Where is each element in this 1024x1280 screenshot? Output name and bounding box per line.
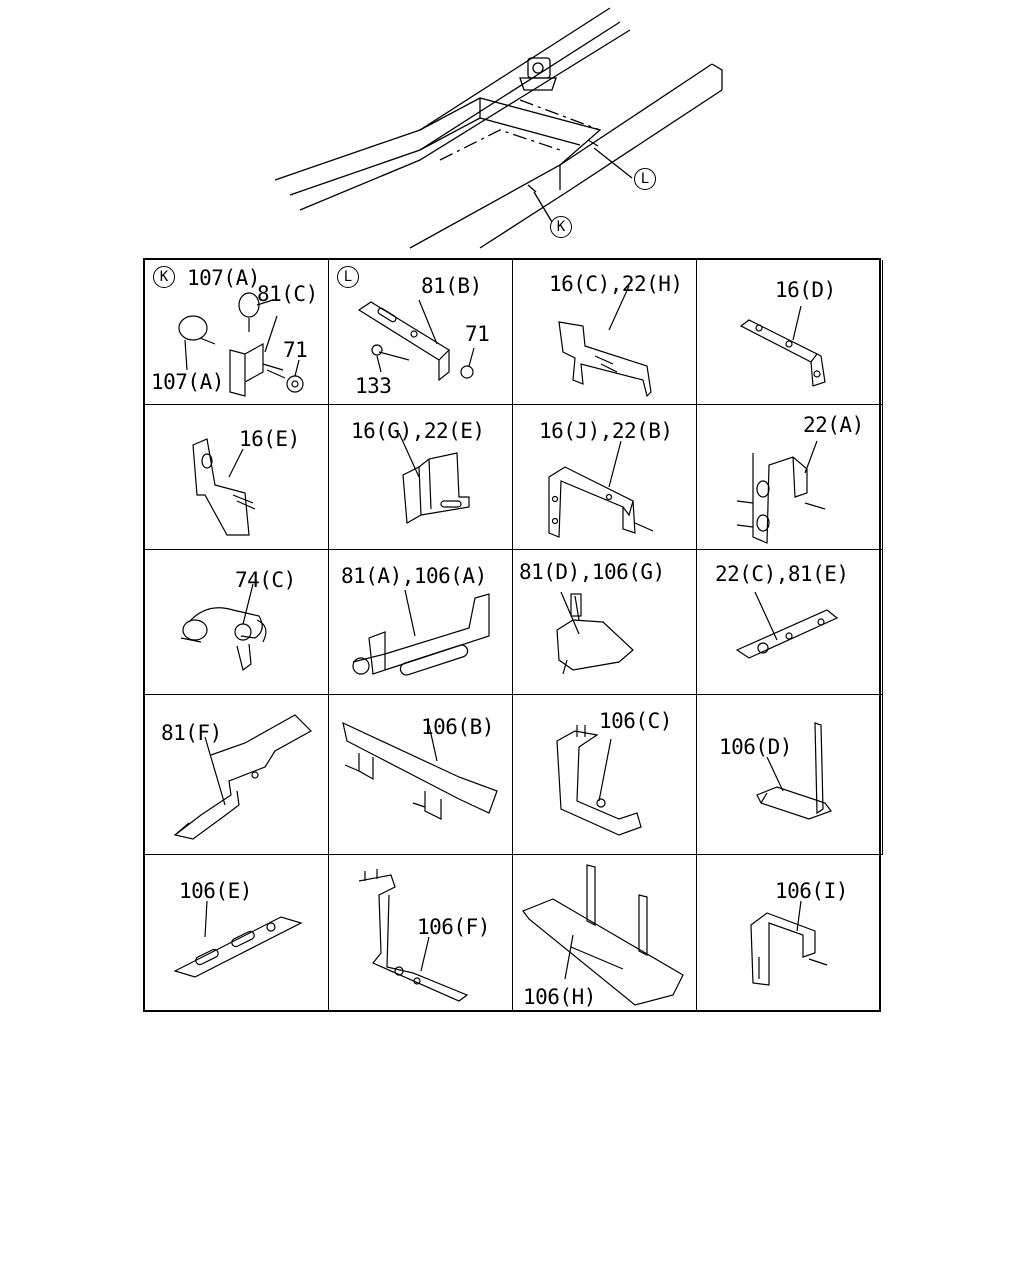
marker-k-badge: K [153, 266, 175, 288]
bracket-106h-drawing [522, 864, 684, 1006]
cell-r5c4: 106(I) [697, 855, 883, 1012]
plate-106e-drawing [173, 900, 303, 978]
part-label: 107(A) [187, 266, 260, 290]
cell-r4c3: 106(C) [513, 695, 697, 855]
bracket-22a-drawing [736, 440, 826, 544]
bracket-16e-drawing [192, 438, 256, 536]
part-label: 106(I) [775, 879, 848, 903]
part-label: 107(A) [151, 370, 224, 394]
cell-r4c4: 106(D) [697, 695, 883, 855]
marker-l-badge: L [634, 168, 656, 190]
bracket-16g-drawing [398, 432, 470, 524]
cell-r3c2: 81(A),106(A) [329, 550, 513, 695]
part-label: 16(G),22(E) [351, 419, 485, 443]
chassis-frame-illustration [274, 7, 723, 249]
parts-grid: K 107(A) 81(C) 71 107(A) L 81(B) 71 133 [143, 258, 883, 1012]
bracket-16c-drawing [558, 285, 652, 398]
part-label: 81(D),106(G) [519, 560, 665, 584]
part-label: 81(A),106(A) [341, 564, 487, 588]
cell-r1c1: K 107(A) 81(C) 71 107(A) [145, 260, 329, 405]
part-label: 106(E) [179, 879, 252, 903]
part-label: 16(E) [239, 427, 300, 451]
bracket-16j-drawing [548, 440, 654, 538]
bracket-106i-drawing [750, 900, 828, 986]
plate-22c-drawing [735, 591, 839, 659]
part-label: 16(C),22(H) [549, 272, 683, 296]
cell-r5c2: 106(F) [329, 855, 513, 1012]
bracket-106d-drawing [756, 722, 832, 820]
part-label: 106(F) [417, 915, 490, 939]
cell-r1c2: L 81(B) 71 133 [329, 260, 513, 405]
part-label: 71 [465, 322, 490, 346]
bracket-81b-drawing [357, 299, 475, 382]
cell-r3c3: 81(D),106(G) [513, 550, 697, 695]
part-label: 106(D) [719, 735, 792, 759]
cell-r2c4: 22(A) [697, 405, 883, 550]
part-label: 106(B) [421, 715, 494, 739]
cell-r1c3: 16(C),22(H) [513, 260, 697, 405]
bracket-106c-drawing [556, 725, 642, 836]
part-label: 106(H) [523, 985, 596, 1009]
bracket-81f-drawing [173, 714, 312, 840]
cell-r3c1: 74(C) [145, 550, 329, 695]
bracket-106f-drawing [358, 869, 469, 1002]
part-label: 74(C) [235, 568, 296, 592]
part-label: 81(F) [161, 721, 222, 745]
part-label: 81(B) [421, 274, 482, 298]
bracket-106b-drawing [342, 721, 498, 820]
cell-r2c1: 16(E) [145, 405, 329, 550]
cell-r2c3: 16(J),22(B) [513, 405, 697, 550]
bracket-16d-drawing [739, 305, 826, 387]
clip-74c-drawing [180, 583, 267, 672]
part-label: 22(C),81(E) [715, 562, 849, 586]
cell-r5c1: 106(E) [145, 855, 329, 1012]
marker-k-badge: K [550, 216, 572, 238]
cell-r4c2: 106(B) [329, 695, 513, 855]
cell-r4c1: 81(F) [145, 695, 329, 855]
part-label: 71 [283, 338, 308, 362]
cell-r1c4: 16(D) [697, 260, 883, 405]
cell-r2c2: 16(G),22(E) [329, 405, 513, 550]
clamp-bolt-assembly-drawing [178, 292, 304, 397]
part-label: 16(J),22(B) [539, 419, 673, 443]
cell-r3c4: 22(C),81(E) [697, 550, 883, 695]
part-label: 22(A) [803, 413, 864, 437]
cell-r5c3: 106(H) [513, 855, 697, 1012]
marker-l-badge: L [337, 266, 359, 288]
part-label: 133 [355, 374, 392, 398]
part-label: 106(C) [599, 709, 672, 733]
part-label: 81(C) [257, 282, 318, 306]
frame-overview-drawing: L K [0, 0, 1024, 260]
bracket-81a-drawing [352, 589, 490, 676]
bracket-81d-drawing [556, 591, 634, 675]
part-label: 16(D) [775, 278, 836, 302]
